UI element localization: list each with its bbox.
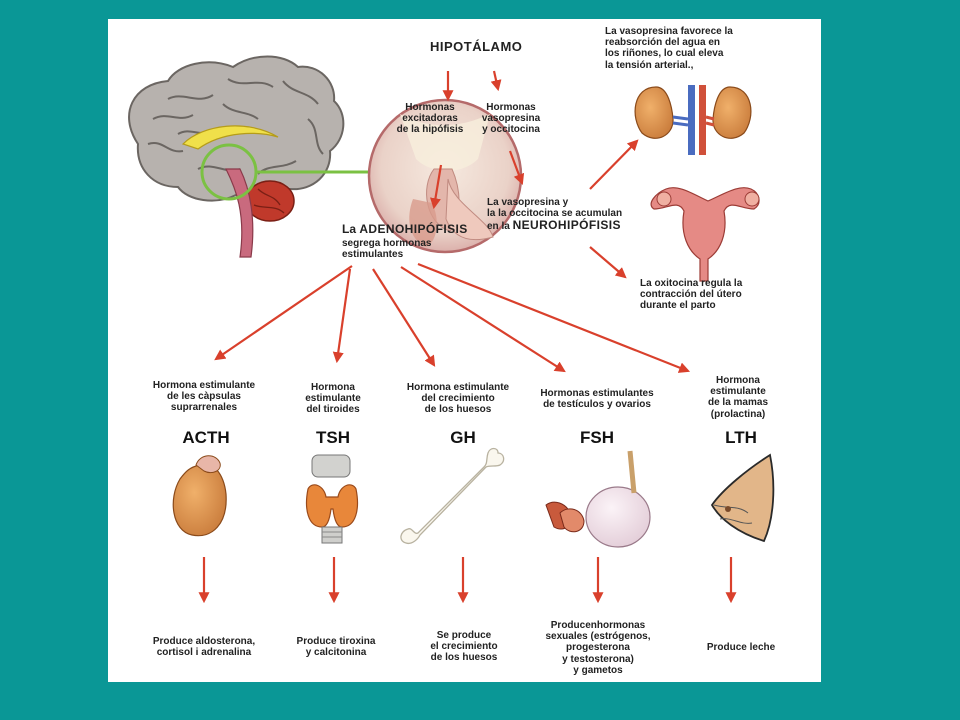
- hypothalamus-title: HIPOTÁLAMO: [430, 39, 523, 54]
- hormone-abbr-tsh: TSH: [316, 428, 350, 447]
- uterus-illustration: [650, 187, 760, 282]
- hormone-description-tsh: Hormona estimulante del tiroides: [305, 382, 361, 416]
- hormone-description-gh: Hormona estimulante del crecimiento de l…: [406, 382, 510, 416]
- neurohypophysis-note: La vasopresina y la la occitocina se acu…: [487, 197, 657, 233]
- hormone-effect-tsh: Produce tiroxina y calcitonina: [296, 636, 376, 659]
- adenohypophysis-text: segrega hormonas estimulantes: [342, 238, 432, 261]
- vasopressin-note: La vasopresina favorece la reabsorción d…: [605, 26, 733, 71]
- pituitary-lens: [367, 98, 523, 254]
- diagram-panel: HIPOTÁLAMO Hormonas excitadoras de la hi…: [108, 19, 821, 682]
- hormone-abbr-acth: ACTH: [182, 428, 230, 447]
- ovary-testicle-illustration: [545, 450, 651, 548]
- hormone-abbr-fsh: FSH: [580, 428, 614, 447]
- hormone-description-acth: Hormona estimulante de les càpsulas supr…: [152, 380, 256, 414]
- adenohypophysis-name: ADENOHIPÓFISIS: [359, 222, 468, 236]
- hormone-effect-acth: Produce aldosterona, cortisol i adrenali…: [152, 636, 256, 659]
- hormone-effect-fsh: Producenhormonas sexuales (estrógenos, p…: [545, 620, 651, 676]
- neurohypophysis-note-text: La vasopresina y la la occitocina se acu…: [487, 197, 623, 233]
- kidneys-illustration: [634, 85, 752, 155]
- adenohypophysis-heading: La ADENOHIPÓFISIS: [342, 222, 468, 236]
- hypothalamus-label-right: Hormonas vasopresina y occitocina: [481, 102, 541, 136]
- brain-illustration: [128, 55, 384, 258]
- hypothalamus-label-left: Hormonas excitadoras de la hipófisis: [396, 102, 464, 136]
- hormone-effect-gh: Se produce el crecimiento de los huesos: [430, 630, 498, 664]
- hormone-description-fsh: Hormonas estimulantes de testículos y ov…: [540, 388, 654, 411]
- oxytocin-note: La oxitocina regula la contracción del ú…: [640, 278, 743, 312]
- adenohypophysis-prefix: La: [342, 222, 360, 236]
- neurohypophysis-word: NEUROHIPÓFISIS: [512, 218, 621, 233]
- hormone-effect-lth: Produce leche: [706, 642, 776, 653]
- hormone-abbr-lth: LTH: [725, 428, 757, 447]
- hormone-abbr-gh: GH: [450, 428, 476, 447]
- diagram-graphics: [128, 55, 775, 604]
- bone-illustration: [400, 447, 505, 545]
- arrows: [198, 70, 737, 604]
- adrenal-gland-illustration: [172, 455, 227, 537]
- thyroid-illustration: [305, 454, 359, 544]
- hormone-description-lth: Hormona estimulante de la mamas (prolact…: [707, 375, 769, 420]
- breast-illustration: [710, 453, 775, 543]
